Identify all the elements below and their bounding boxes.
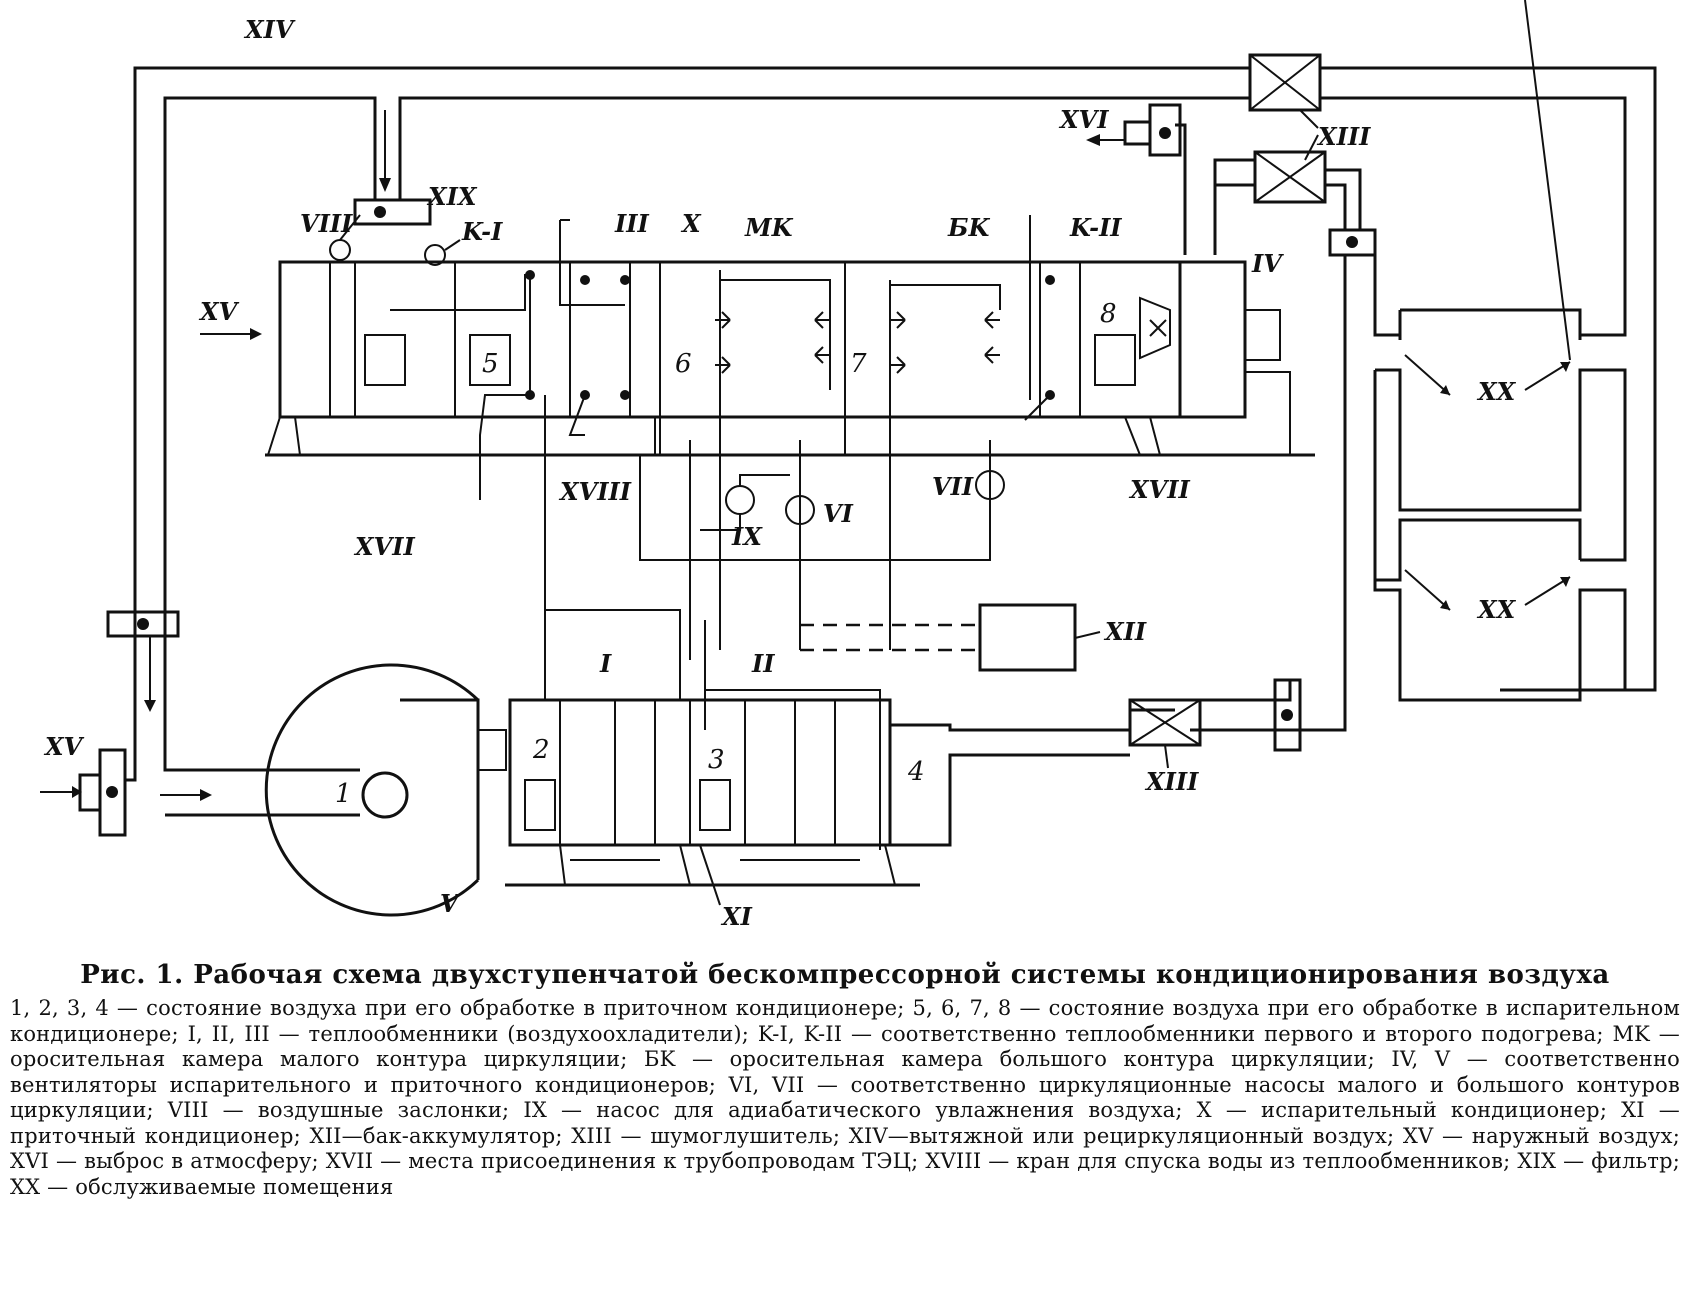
label-xv-bottom: XV: [43, 732, 85, 761]
label-vi: VI: [823, 499, 854, 528]
label-7: 7: [850, 349, 867, 379]
label-xi: XI: [720, 902, 753, 931]
label-xix: XIX: [426, 182, 478, 211]
label-3: 3: [708, 745, 725, 775]
label-k1: K-I: [461, 217, 503, 246]
return-air-duct: [133, 66, 1657, 692]
system-schematic: XIV XVI XIII VIII XIX K-I III X MK БK K-…: [40, 0, 1657, 931]
label-xvii-right: XVII: [1128, 475, 1190, 504]
caption-title: Рис. 1. Рабочая схема двухступенчатой бе…: [80, 960, 1610, 990]
label-iii: III: [614, 209, 649, 238]
label-5: 5: [482, 349, 499, 379]
room-bottom: [1373, 370, 1627, 702]
silencer-top-1: [1248, 53, 1322, 112]
label-i: I: [599, 649, 612, 678]
filter-xix: [424, 244, 446, 266]
label-xvi: XVI: [1058, 105, 1109, 134]
label-2: 2: [532, 735, 550, 765]
label-xiii-bottom: XIII: [1144, 767, 1199, 796]
label-v: V: [440, 889, 461, 918]
figure-caption: Рис. 1. Рабочая схема двухступенчатой бе…: [10, 960, 1680, 1200]
label-ii: II: [751, 649, 775, 678]
caption-body: 1, 2, 3, 4 — состояние воздуха при его о…: [10, 996, 1680, 1199]
label-ix: IX: [731, 522, 763, 551]
label-xviii: XVIII: [558, 477, 632, 506]
label-xvii-left: XVII: [353, 532, 415, 561]
accumulator-tank: [978, 603, 1077, 672]
damper-viii: [353, 198, 432, 226]
mk-spray-chamber: [715, 270, 831, 650]
exhaust-duct: [1086, 103, 1255, 255]
label-1: 1: [335, 779, 352, 809]
k1-piping: [390, 270, 535, 500]
bk-spray-chamber: [889, 280, 1001, 650]
silencer-bottom: [1128, 678, 1302, 752]
label-8: 8: [1100, 299, 1117, 329]
k2-piping: [1024, 215, 1055, 421]
supply-conditioner: [505, 680, 1347, 887]
label-xiv: XIV: [243, 15, 296, 44]
iii-piping: [544, 219, 630, 680]
label-xv-top: XV: [198, 297, 240, 326]
supply-duct-right: [1325, 168, 1400, 690]
label-vii: VII: [932, 472, 974, 501]
silencer-top-2: [1253, 150, 1327, 204]
evaporative-conditioner: [265, 260, 1315, 457]
label-xx-top: XX: [1476, 377, 1517, 406]
label-x: X: [680, 209, 702, 238]
label-viii: VIII: [300, 209, 353, 238]
label-xii: XII: [1103, 617, 1147, 646]
supply-fan: [264, 663, 507, 917]
label-4: 4: [907, 757, 925, 787]
pump-ix: [725, 485, 755, 515]
label-6: 6: [675, 349, 692, 379]
label-k2: K-II: [1069, 213, 1122, 242]
label-xx-bottom: XX: [1476, 595, 1517, 624]
label-xiii-top: XIII: [1316, 122, 1371, 151]
label-mk: MK: [744, 213, 794, 242]
supply-piping: [544, 609, 881, 850]
label-bk: БK: [947, 213, 991, 242]
outside-air-intake-bottom: [40, 610, 360, 837]
label-iv: IV: [1251, 249, 1284, 278]
room-top: [1375, 308, 1627, 562]
